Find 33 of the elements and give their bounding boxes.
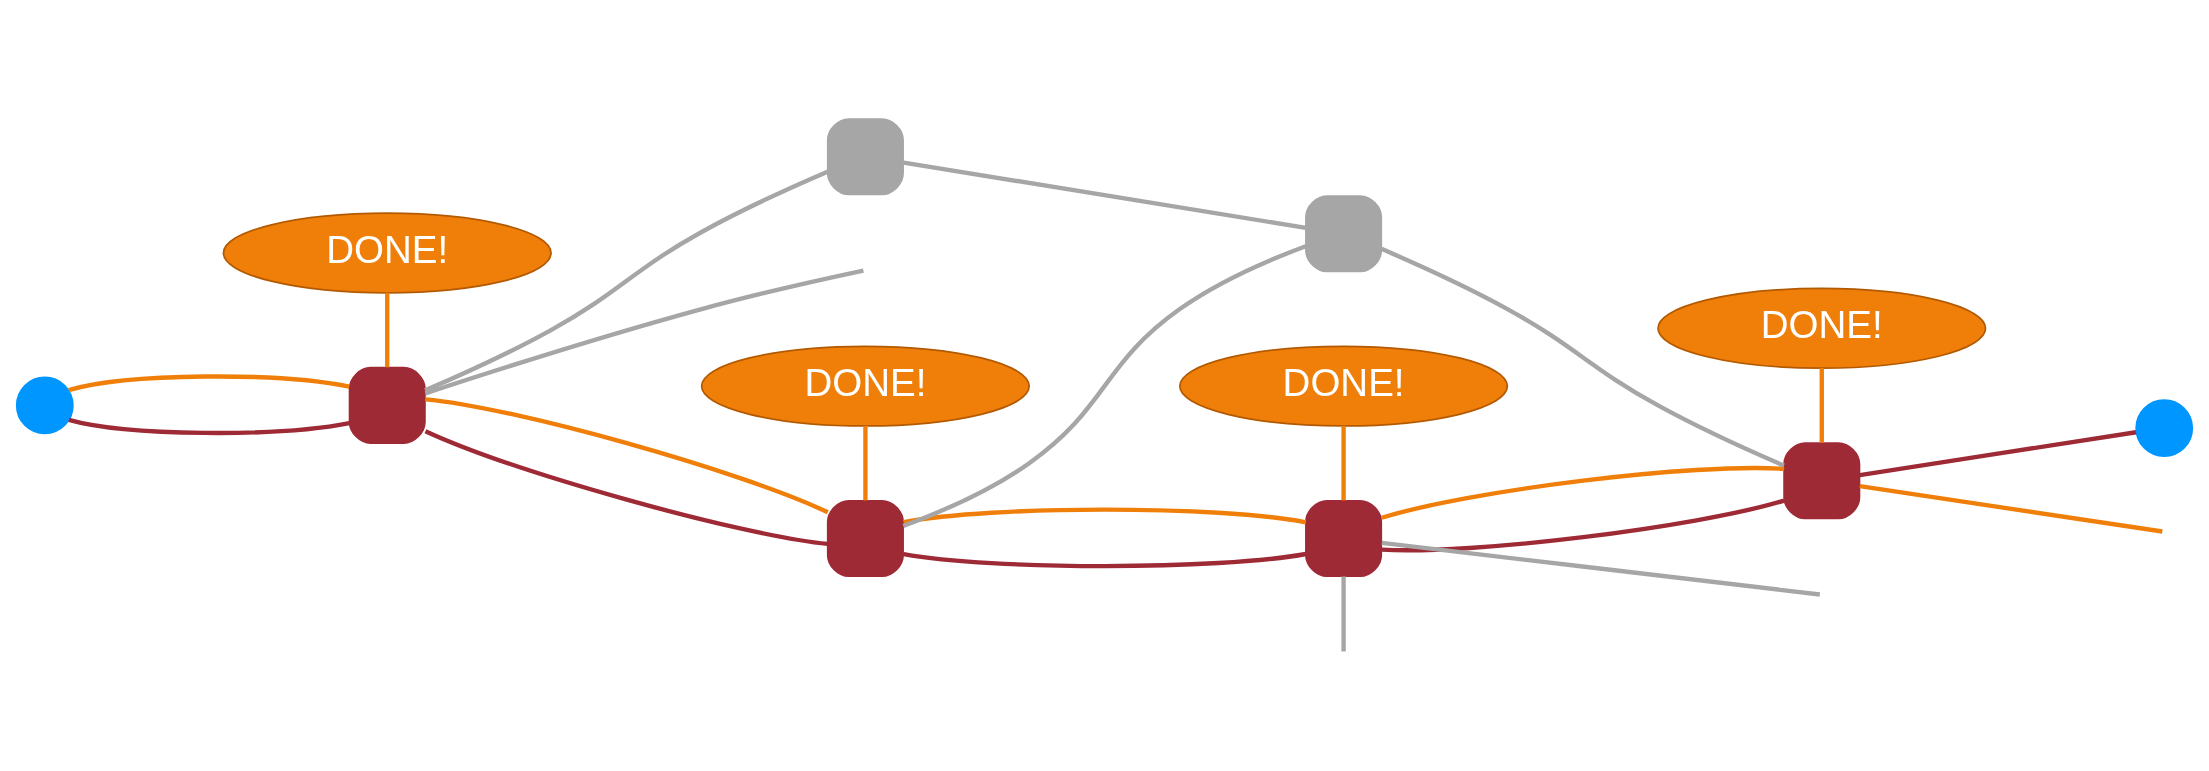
connector: [424, 267, 864, 395]
connector: [863, 425, 868, 500]
connector: [385, 292, 390, 367]
node-ellipse: DONE!: [222, 211, 552, 294]
connector: [1381, 497, 1785, 552]
node-box: [1305, 499, 1383, 577]
node-box: [1783, 441, 1861, 519]
node-ellipse: DONE!: [700, 344, 1031, 427]
connector: [1859, 429, 2137, 477]
node-ellipse: DONE!: [1657, 287, 1987, 369]
connector: [1341, 425, 1346, 500]
connector: [68, 373, 350, 392]
connector: [424, 169, 829, 392]
connector: [1381, 540, 1821, 597]
node-ellipse: DONE!: [1178, 344, 1509, 427]
connector: [424, 428, 828, 546]
connector: [1819, 367, 1824, 443]
node-box: [348, 366, 426, 444]
node-circle: [2135, 398, 2194, 457]
connector: [68, 417, 350, 435]
connector: [425, 396, 829, 514]
node-circle: [15, 376, 74, 434]
connector: [903, 551, 1307, 568]
connector: [1859, 483, 2163, 534]
connector: [903, 159, 1307, 230]
connector: [903, 506, 1307, 524]
connector: [1381, 465, 1785, 520]
node-box: [1305, 194, 1383, 272]
node-box: [826, 499, 904, 577]
node-box: [826, 117, 904, 195]
connector: [1341, 575, 1346, 651]
connector: [902, 243, 1307, 528]
connector: [1380, 246, 1785, 468]
